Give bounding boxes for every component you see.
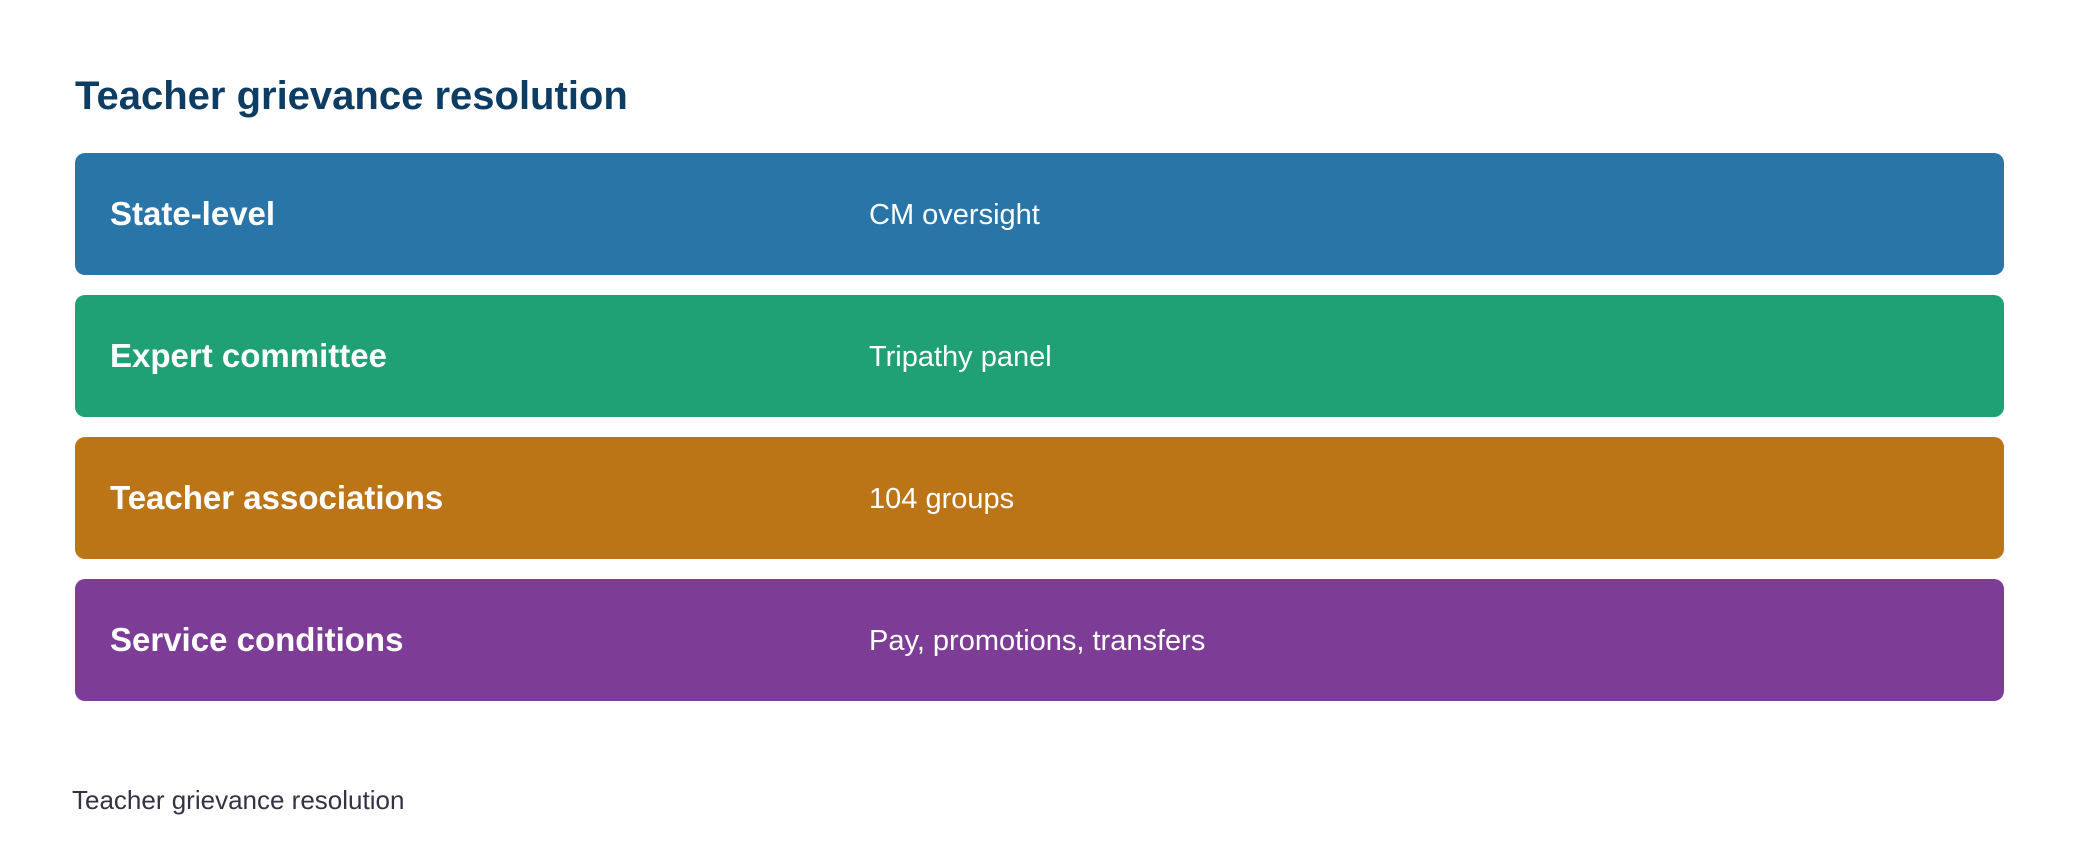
level-label: Service conditions — [110, 621, 404, 658]
level-value: 104 groups — [869, 483, 1015, 515]
grievance-levels-list: State-level CM oversight Expert committe… — [75, 153, 2004, 721]
figure-caption: Teacher grievance resolution — [72, 785, 405, 815]
level-label: Teacher associations — [110, 479, 444, 516]
level-row-teacher-associations: Teacher associations 104 groups — [75, 437, 2004, 559]
level-value: Pay, promotions, transfers — [869, 625, 1206, 657]
level-row-expert-committee: Expert committee Tripathy panel — [75, 295, 2004, 417]
level-label: State-level — [110, 195, 276, 232]
level-value: Tripathy panel — [869, 341, 1052, 373]
page-title: Teacher grievance resolution — [75, 74, 628, 118]
level-value: CM oversight — [869, 199, 1040, 231]
level-row-service-conditions: Service conditions Pay, promotions, tran… — [75, 579, 2004, 701]
level-label: Expert committee — [110, 337, 387, 374]
level-row-state: State-level CM oversight — [75, 153, 2004, 275]
